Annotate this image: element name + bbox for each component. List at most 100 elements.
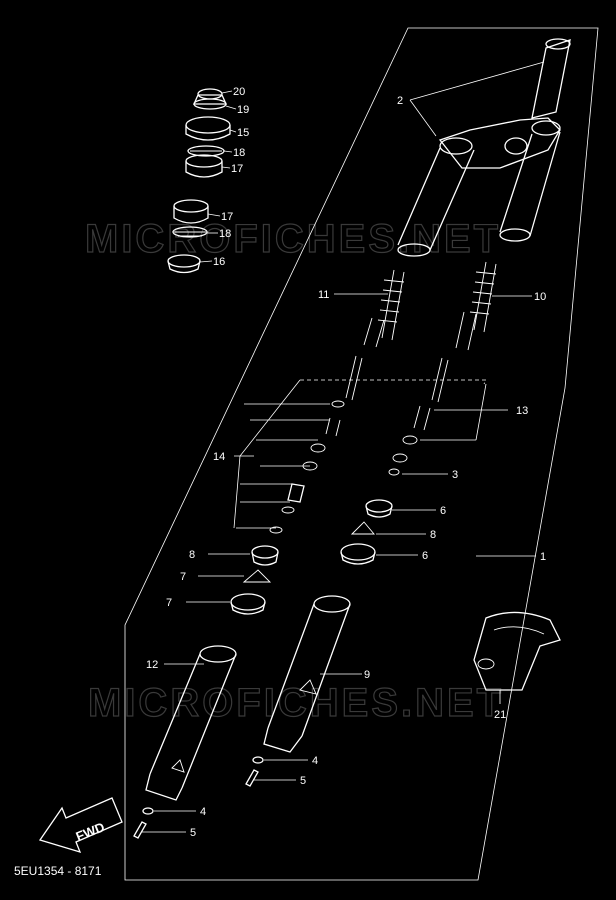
bearing-callouts: 20 19 15 18 17 17 18 16 (199, 86, 249, 268)
bearing-cover-15-top (185, 116, 231, 134)
clip-7-left (242, 569, 272, 583)
callout-1: 1 (540, 551, 546, 563)
bearing-race-17-top (185, 154, 223, 168)
bearing-race-17-side (185, 161, 223, 178)
fork-guard-21: 21 (473, 611, 561, 721)
washer-19 (193, 98, 227, 110)
callout-17-upper: 17 (231, 163, 243, 175)
callout-3: 3 (452, 469, 458, 481)
spacer-11 (363, 317, 385, 348)
inner-tube-left-bottom (397, 243, 431, 257)
damper-rod-left-group: 14 (213, 355, 487, 534)
fwd-arrow: FWD (38, 797, 123, 854)
outer-tube-12-top (199, 645, 237, 663)
callout-6-left: 7 (166, 597, 172, 609)
callout-16: 16 (213, 256, 225, 268)
outer-tube-12-body (149, 653, 237, 789)
rebound-spring-left (325, 417, 341, 437)
callout-21: 21 (494, 709, 506, 721)
fork-assembly-callout: 1 (476, 551, 546, 563)
callout-8-right: 6 (440, 505, 446, 517)
callout-7-left: 7 (180, 571, 186, 583)
watermark-bottom: MICROFICHES.NET (88, 681, 504, 725)
callout-9: 9 (364, 669, 370, 681)
callout-12: 12 (146, 659, 158, 671)
callout-19: 19 (237, 104, 249, 116)
damper-rod-right (431, 357, 449, 403)
left-seal-stack: 8 7 7 (166, 545, 279, 615)
ring-nut-20-top (197, 88, 223, 100)
outer-tube-9-foot (263, 727, 303, 753)
dust-seal-16-side (167, 260, 201, 274)
steering-stem-top (545, 38, 571, 50)
callout-8-left: 8 (189, 549, 195, 561)
fwd-arrow-shape (38, 797, 123, 854)
inner-tube-right (499, 131, 561, 237)
callout-5-left: 5 (190, 827, 196, 839)
steering-bearing-upper-group (185, 88, 231, 178)
callout-11: 11 (318, 289, 329, 301)
callout-13: 13 (516, 405, 528, 417)
callout-4-right: 4 (312, 755, 318, 767)
bearing-race-17-lower-side (173, 206, 209, 224)
watermark-top: MICROFICHES.NET (85, 217, 501, 261)
oil-seal-6-left (230, 593, 266, 611)
drawing-code: 5EU1354 - 8171 (14, 864, 102, 878)
right-seal-stack: 6 8 6 (340, 499, 446, 565)
ball-race-18-lower (172, 226, 208, 238)
under-bracket-2: 2 (397, 38, 571, 257)
outer-tube-12: 12 (145, 645, 237, 801)
drain-bolts: 4 5 4 5 (133, 755, 318, 839)
callout-5-right: 5 (300, 775, 306, 787)
callout-2: 2 (397, 95, 403, 107)
callout-15: 15 (237, 127, 249, 139)
callout-10: 10 (534, 291, 546, 303)
bracket-clamp-right (531, 120, 561, 136)
callout-18-upper: 18 (233, 147, 245, 159)
callout-18-lower: 18 (219, 228, 231, 240)
callout-4-left: 4 (200, 806, 206, 818)
fork-guard-21-shape (473, 611, 561, 691)
assembly-boundary (124, 27, 599, 881)
washer-4-right (252, 756, 264, 764)
callout-17-lower: 17 (221, 211, 233, 223)
steering-bearing-lower-group (167, 199, 209, 274)
rebound-spring-right (413, 405, 431, 431)
callout-14: 14 (213, 451, 225, 463)
callout-20: 20 (233, 86, 245, 98)
outer-tube-12-foot (145, 773, 183, 801)
oil-lock-piece-left (287, 483, 305, 503)
outer-tube-9-top (313, 595, 351, 613)
bolt-5-right (245, 769, 259, 787)
callout-7-right: 8 (430, 529, 436, 541)
bolt-5-left (133, 821, 147, 839)
dust-seal-8-right (365, 499, 393, 513)
outer-tube-9-body (267, 603, 351, 737)
bracket-body (438, 117, 561, 169)
spacer-10 (455, 311, 477, 351)
damper-rod-right-group: 13 3 (388, 357, 528, 481)
fwd-label: FWD (74, 819, 107, 844)
inner-tube-right-bottom (499, 228, 531, 242)
dust-seal-8-left (251, 545, 279, 559)
bearing-race-17-lower-top (173, 199, 209, 213)
spring-10 (473, 261, 497, 333)
callout-6-right: 6 (422, 550, 428, 562)
ball-race-18-lower-balls (174, 231, 206, 237)
spring-10-coils (469, 271, 497, 315)
damper-rod-left (345, 355, 363, 401)
inner-tube-left (397, 147, 475, 251)
group-14-outline (300, 379, 487, 385)
bracket-clamp-left (439, 137, 473, 155)
spring-11-coils (377, 279, 405, 323)
washer-4-left (142, 807, 154, 815)
fork-springs: 11 10 (318, 261, 546, 351)
outer-tube-9: 9 (263, 595, 370, 753)
bearing-cover-15-side (185, 125, 231, 141)
steering-stem (531, 39, 571, 119)
clip-7-right (350, 521, 375, 535)
bracket-stem-hole (504, 137, 528, 155)
oil-seal-6-right (340, 543, 376, 561)
